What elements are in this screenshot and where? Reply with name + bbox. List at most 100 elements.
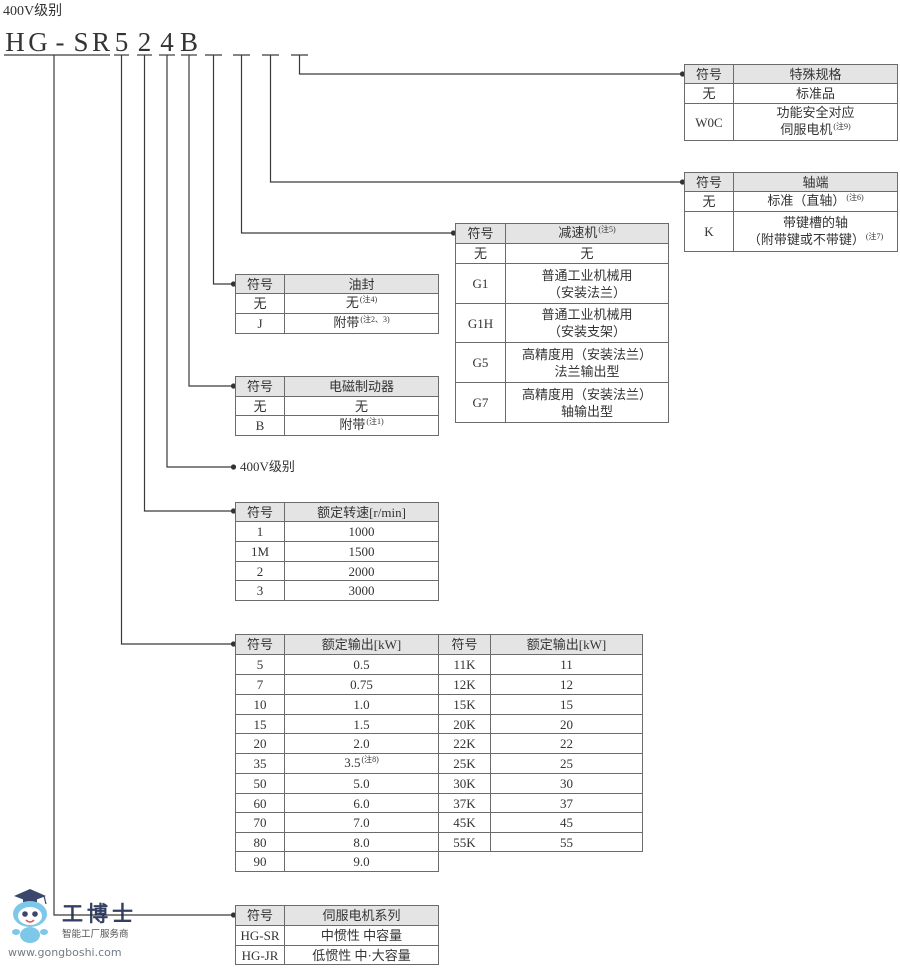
cell-text: 中惯性 中容量: [320, 928, 403, 943]
brake-value-cell: 无: [284, 396, 439, 416]
cap-tassel: [43, 895, 47, 905]
rated-output-symbol-cell: 10: [235, 694, 285, 715]
cell-text: 3: [256, 583, 264, 598]
cell-text: 90: [253, 854, 267, 869]
rated-output-connector-dot: [230, 641, 237, 647]
reducer-header-row: 符号减速机(注5): [455, 223, 669, 244]
cell-text: 高精度用（安装法兰）: [521, 386, 652, 402]
rated-output-symbol-cell: 35: [235, 753, 285, 774]
shaft-end-row: 无标准（直轴）(注6): [684, 191, 898, 212]
cell-text: 符号: [246, 504, 273, 520]
special-spec-connector-dot: [679, 71, 686, 77]
voltage-class-label: 400V级别: [240, 459, 295, 474]
special-spec-symbol-cell: 无: [684, 83, 734, 104]
cell-text: （安装法兰）: [547, 284, 626, 300]
brake-connector-dot: [230, 383, 237, 389]
cell-text: 50: [253, 776, 267, 791]
series-symbol-cell: HG-JR: [235, 945, 285, 965]
code-char-r: R: [92, 27, 110, 57]
reducer-symbol-cell: G5: [455, 342, 506, 383]
rated-output-symbol-cell: 11K: [438, 654, 491, 675]
cell-text: 10: [253, 697, 267, 712]
cell-text: 无: [354, 398, 368, 414]
robot-mascot-icon: [12, 889, 48, 943]
note-reference: (注5): [598, 225, 616, 234]
cell-text: 带键槽的轴: [782, 214, 848, 230]
rated-output-symbol-cell: 30K: [438, 773, 491, 794]
note-reference: (注6): [846, 193, 864, 202]
connector-lines: [4, 54, 682, 916]
cell-text: 额定转速[r/min]: [317, 504, 406, 520]
rated-speed-symbol-cell: 2: [235, 561, 285, 581]
reducer-symbol-cell: G7: [455, 382, 506, 423]
cell-text: 无: [473, 246, 487, 261]
reducer-header-cell: 符号: [455, 223, 506, 244]
watermark-slogan: 智能工厂服务商: [62, 929, 129, 940]
cell-text: 22: [560, 736, 573, 751]
rated-output-value-cell: 7.0: [284, 812, 439, 833]
reducer-connector: [240, 55, 453, 234]
cell-text: 轴输出型: [560, 403, 613, 419]
cell-text: 5.0: [353, 776, 370, 791]
cell-text: 油封: [348, 276, 375, 292]
cell-text: 普通工业机械用: [541, 267, 633, 283]
cell-text: 1: [256, 524, 264, 539]
oil-seal-connector-dot: [230, 281, 237, 287]
rated-output-header-row: 符号额定输出[kW]符号额定输出[kW]: [235, 634, 643, 655]
brake-header-cell: 符号: [235, 376, 285, 397]
connector-dots: [230, 71, 686, 918]
shaft-end-header-cell: 轴端: [733, 172, 898, 192]
code-char-hyphen: -: [56, 27, 65, 57]
cell-text: 37: [560, 795, 573, 811]
cell-text: 标准品: [795, 86, 835, 101]
special-spec-header-row: 符号特殊规格: [684, 64, 898, 84]
cell-text: 20: [253, 736, 267, 751]
watermark-url: www.gongboshi.com: [8, 946, 122, 959]
cell-text: 30: [560, 776, 573, 791]
cell-text: 符号: [695, 66, 722, 82]
rated-output-empty-cell: [439, 852, 491, 872]
cell-text: 无: [253, 296, 267, 311]
cell-text: 15: [560, 697, 573, 712]
rated-output-symbol-cell: 20K: [438, 714, 491, 734]
cell-text: HG-JR: [241, 947, 279, 963]
cell-text: G1: [472, 276, 489, 291]
cell-text: 无: [345, 295, 359, 310]
rated-output-value-cell: 1.5: [284, 714, 439, 734]
oil-seal-symbol-cell: J: [235, 313, 285, 334]
rated-speed-connector-dot: [230, 508, 237, 514]
shaft-end-value-cell: 带键槽的轴（附带键或不带键）(注7): [733, 211, 898, 252]
reducer-value-cell: 高精度用（安装法兰）轴输出型: [505, 382, 669, 423]
voltage-class-connector-dot: [230, 464, 237, 470]
rated-output-value-cell: 2.0: [284, 733, 439, 754]
note-reference: (注1): [366, 417, 384, 426]
oil-seal-header-cell: 符号: [235, 274, 285, 294]
note-reference: (注2、3): [360, 315, 390, 324]
rated-speed-value-cell: 1500: [284, 541, 439, 562]
cell-text: 高精度用（安装法兰）: [521, 346, 652, 362]
shaft-end-connector: [269, 55, 682, 183]
cell-text: 符号: [451, 637, 478, 652]
rated-output-symbol-cell: 60: [235, 793, 285, 813]
cell-text: 7.0: [353, 815, 370, 830]
rated-output-value-cell: 25: [490, 753, 643, 774]
special-spec-connector: [298, 55, 682, 75]
series-header-cell: 符号: [235, 905, 285, 926]
cell-text: 30K: [453, 776, 476, 791]
